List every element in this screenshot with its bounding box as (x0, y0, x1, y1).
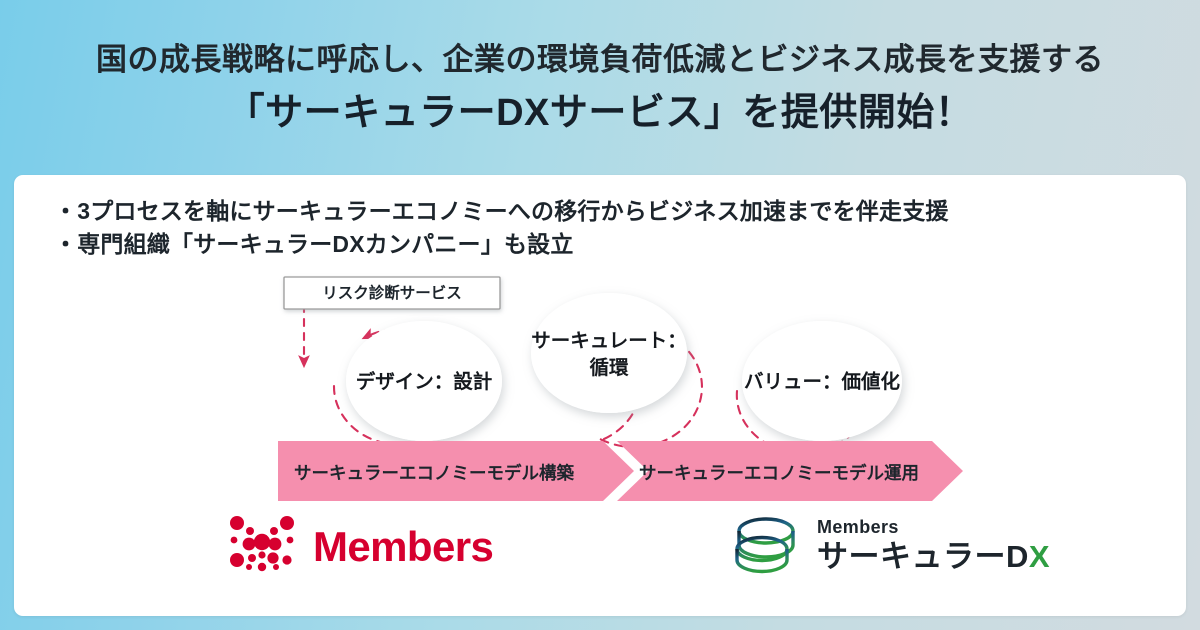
members-dots-icon (230, 516, 294, 572)
circular-dx-main-label: サーキュラーDX (817, 541, 1050, 572)
headline-line-1: 国の成長戦略に呼応し、企業の環境負荷低減とビジネス成長を支援する (96, 41, 1104, 77)
process-diagram: リスク診断サービス デザイン：設計 サーキュレート： 循環 (14, 271, 1186, 501)
node-circulate-label-1: サーキュレート： (531, 330, 687, 352)
node-design-label: デザイン：設計 (356, 370, 493, 393)
content-card: ・3プロセスを軸にサーキュラーエコノミーへの移行からビジネス加速までを伴走支援 … (14, 175, 1186, 616)
phase-banner-segment-2 (617, 441, 963, 501)
node-value-label: バリュー：価値化 (744, 370, 901, 393)
circular-dx-text: Members サーキュラーDX (817, 518, 1050, 572)
phase-banner-label-1: サーキュラーエコノミーモデル構築 (294, 463, 574, 483)
node-circulate-label-2: 循環 (589, 356, 629, 379)
value-loop-arrow (735, 333, 870, 455)
circular-dx-top-label: Members (817, 517, 899, 537)
circulate-loop-arrow-head (602, 385, 646, 441)
phase-banner: サーキュラーエコノミーモデル構築 サーキュラーエコノミーモデル運用 (278, 441, 963, 501)
risk-diagnosis-callout: リスク診断サービス (283, 276, 501, 310)
circular-dx-main-kana: サーキュラー (817, 539, 1006, 574)
headline-line-2: 「サーキュラーDXサービス」を提供開始！ (226, 91, 974, 134)
phase-banner-label-2: サーキュラーエコノミーモデル運用 (639, 463, 919, 483)
circular-rings-icon (735, 517, 795, 574)
members-logo: Members (229, 515, 494, 577)
bullet-list: ・3プロセスを軸にサーキュラーエコノミーへの移行からビジネス加速までを伴走支援 … (54, 195, 1164, 260)
circular-dx-x: X (1028, 539, 1051, 574)
node-design: デザイン：設計 (346, 321, 502, 441)
node-value: バリュー：価値化 (742, 321, 902, 441)
circular-dx-logo: Members サーキュラーDX (729, 511, 1050, 579)
bullet-item: ・3プロセスを軸にサーキュラーエコノミーへの移行からビジネス加速までを伴走支援 (54, 198, 949, 224)
node-circulate: サーキュレート： 循環 (531, 293, 687, 413)
phase-banner-segment-1 (278, 441, 634, 501)
headline-band: 国の成長戦略に呼応し、企業の環境負荷低減とビジネス成長を支援する 「サーキュラー… (0, 0, 1200, 172)
members-wordmark: Members (313, 523, 494, 570)
callout-label: リスク診断サービス (322, 283, 462, 302)
bullet-item: ・専門組織「サーキュラーDXカンパニー」も設立 (54, 230, 574, 257)
circular-dx-d: D (1006, 539, 1029, 574)
logo-row: Members (14, 505, 1186, 611)
